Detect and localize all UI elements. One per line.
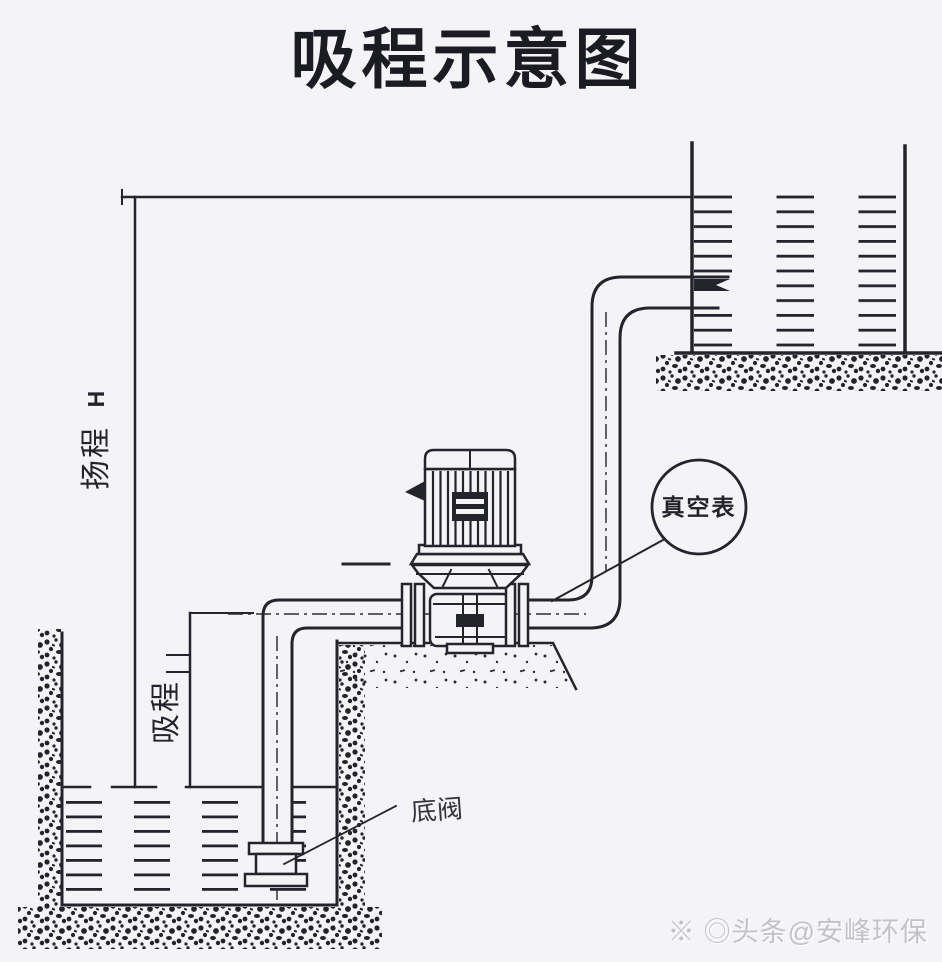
head-label: 扬程: [80, 426, 113, 490]
pump: [400, 448, 532, 655]
upper-tank-ground-hatch: [656, 355, 942, 391]
suction-label: 吸程: [150, 680, 183, 744]
discharge-pipe: [526, 275, 730, 630]
vacuum-gauge: [550, 458, 748, 603]
vacuum-gauge-circle: [650, 458, 748, 556]
pump-stand: [409, 563, 531, 590]
suction-dimension: [166, 611, 254, 789]
toutiao-logo-icon: ◎: [704, 917, 732, 947]
upper-tank: [674, 141, 942, 355]
foot-valve-label: 底阀: [410, 793, 464, 827]
upper-tank-water: [694, 195, 900, 347]
watermark-text: ※◎头条@安峰环保: [668, 917, 928, 947]
foot-valve-leader-line: [282, 804, 398, 866]
vacuum-gauge-leader-line: [550, 538, 665, 603]
suction-pipe: [261, 598, 405, 847]
pit-ground-hatch: [18, 629, 382, 949]
page-title: 吸程示意图: [291, 22, 646, 96]
pump-casing: [428, 592, 512, 655]
pipe-outlet: [694, 279, 730, 291]
watermark-emboss: ※◎头条@安峰环保: [669, 919, 929, 949]
watermark: ※◎头条@安峰环保 ※◎头条@安峰环保: [668, 917, 929, 949]
head-symbol-label: H: [83, 391, 109, 408]
vacuum-gauge-label: 真空表: [662, 494, 737, 520]
motor: [405, 448, 532, 566]
watermark-mark: ※: [668, 917, 696, 947]
pipe-flanges: [400, 582, 530, 648]
head-dimension: [120, 189, 694, 789]
motor-lug: [405, 481, 425, 501]
foot-valve: [243, 804, 398, 888]
pipe-centerlines: [228, 312, 607, 900]
motor-terminal-box: [452, 492, 488, 521]
